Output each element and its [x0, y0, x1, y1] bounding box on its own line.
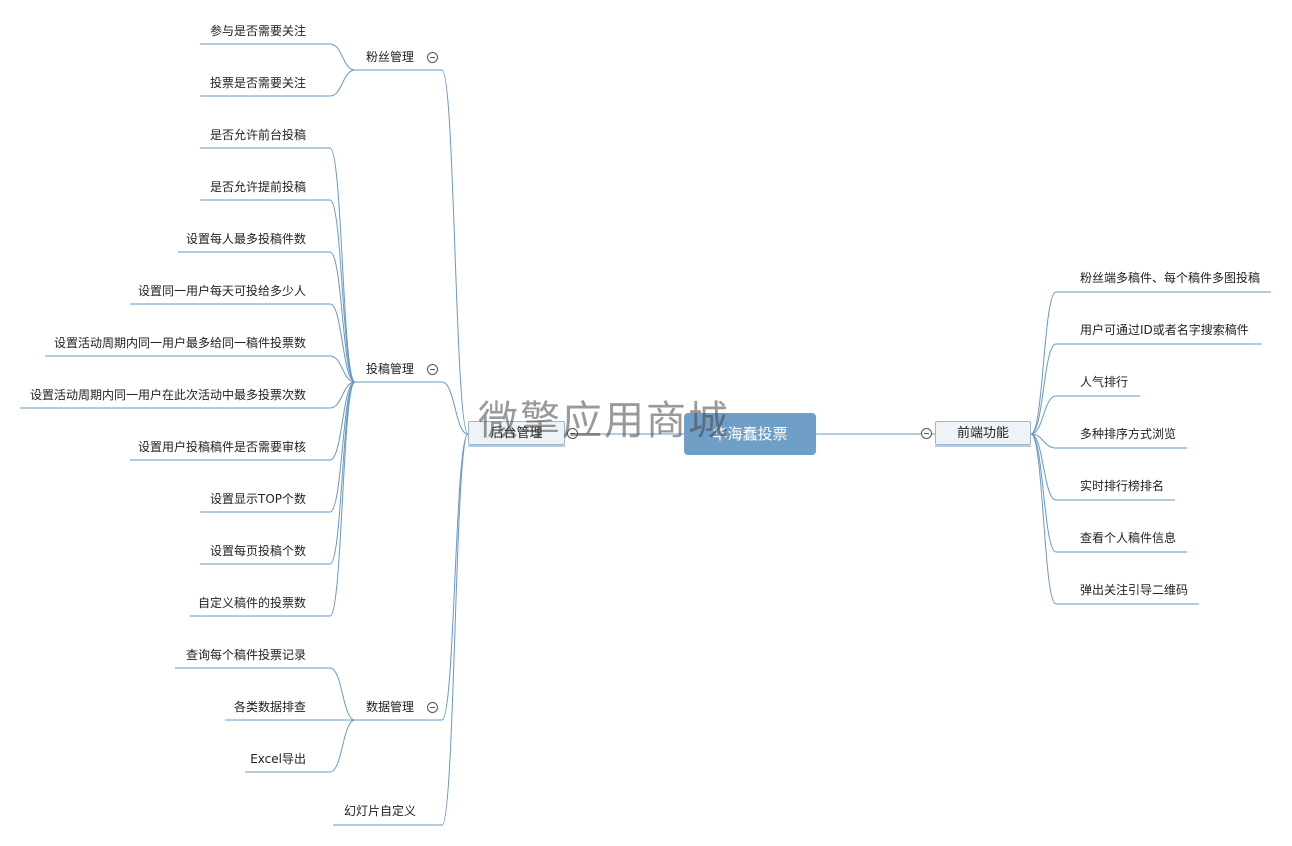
frontend-to-leaf-line-1: [1030, 343, 1057, 435]
leaf-item[interactable]: 实时排行榜排名: [1080, 479, 1165, 493]
collapse-fan-management-icon[interactable]: [427, 52, 438, 63]
leaf-item[interactable]: 设置用户投稿稿件是否需要审核: [137, 440, 306, 454]
collapse-submission-management-icon[interactable]: [427, 364, 438, 375]
backend-to-group-line-3: [441, 433, 469, 826]
leaf-item[interactable]: 自定义稿件的投票数: [197, 596, 306, 610]
leaf-item[interactable]: 设置同一用户每天可投给多少人: [137, 284, 306, 298]
group-to-leaf-line-2-2: [329, 719, 356, 773]
frontend-to-leaf-line-5: [1030, 433, 1057, 553]
group-submission-management[interactable]: 投稿管理: [366, 362, 415, 376]
group-to-leaf-line-1-3: [329, 303, 356, 383]
frontend-to-leaf-line-6: [1030, 433, 1057, 605]
leaf-item[interactable]: 设置每页投稿个数: [209, 544, 306, 558]
group-to-leaf-line-1-4: [329, 355, 356, 383]
leaf-item[interactable]: Excel导出: [250, 752, 306, 766]
collapse-frontend-icon[interactable]: [921, 428, 932, 439]
frontend-to-leaf-line-3: [1030, 433, 1057, 449]
leaf-item[interactable]: 设置活动周期内同一用户在此次活动中最多投票次数: [29, 388, 306, 402]
leaf-item[interactable]: 弹出关注引导二维码: [1080, 583, 1189, 597]
topic-frontend-features[interactable]: 前端功能: [935, 421, 1031, 445]
group-to-leaf-line-1-1: [329, 199, 356, 383]
group-to-leaf-line-1-8: [329, 381, 356, 565]
frontend-to-leaf-line-0: [1030, 291, 1057, 435]
leaf-item[interactable]: 投票是否需要关注: [209, 76, 306, 90]
leaf-item[interactable]: 人气排行: [1080, 375, 1129, 389]
collapse-backend-icon[interactable]: [567, 428, 578, 439]
backend-to-group-line-1: [441, 381, 469, 435]
group-to-leaf-line-0-0: [329, 43, 356, 71]
group-to-leaf-line-1-0: [329, 147, 356, 383]
leaf-item[interactable]: 多种排序方式浏览: [1080, 427, 1177, 441]
leaf-item[interactable]: 设置显示TOP个数: [209, 492, 306, 506]
leaf-item[interactable]: 是否允许提前投稿: [209, 180, 306, 194]
group-to-leaf-line-0-1: [329, 69, 356, 97]
leaf-item[interactable]: 参与是否需要关注: [209, 24, 306, 38]
leaf-item[interactable]: 查看个人稿件信息: [1080, 531, 1177, 545]
frontend-to-leaf-line-2: [1030, 395, 1057, 435]
group-to-leaf-line-1-2: [329, 251, 356, 383]
group-to-leaf-line-2-0: [329, 667, 356, 721]
group-slideshow-custom[interactable]: 幻灯片自定义: [344, 804, 417, 818]
topic-backend-management[interactable]: 后台管理: [468, 421, 565, 445]
leaf-item[interactable]: 查询每个稿件投票记录: [185, 648, 306, 662]
group-fan-management[interactable]: 粉丝管理: [366, 50, 415, 64]
backend-to-group-line-2: [441, 433, 469, 721]
group-data-management[interactable]: 数据管理: [366, 700, 415, 714]
leaf-item[interactable]: 用户可通过ID或者名字搜索稿件: [1080, 323, 1249, 337]
leaf-item[interactable]: 设置每人最多投稿件数: [185, 232, 306, 246]
group-to-leaf-line-1-5: [329, 381, 356, 409]
leaf-item[interactable]: 粉丝端多稿件、每个稿件多图投稿: [1080, 271, 1261, 285]
leaf-item[interactable]: 设置活动周期内同一用户最多给同一稿件投票数: [53, 336, 306, 350]
group-to-leaf-line-1-6: [329, 381, 356, 461]
root-topic[interactable]: 华海蠢投票: [684, 413, 816, 455]
group-to-leaf-line-1-9: [329, 381, 356, 617]
frontend-to-leaf-line-4: [1030, 433, 1057, 501]
backend-to-group-line-0: [441, 69, 469, 435]
collapse-data-management-icon[interactable]: [427, 702, 438, 713]
leaf-item[interactable]: 各类数据排查: [233, 700, 306, 714]
leaf-item[interactable]: 是否允许前台投稿: [209, 128, 306, 142]
